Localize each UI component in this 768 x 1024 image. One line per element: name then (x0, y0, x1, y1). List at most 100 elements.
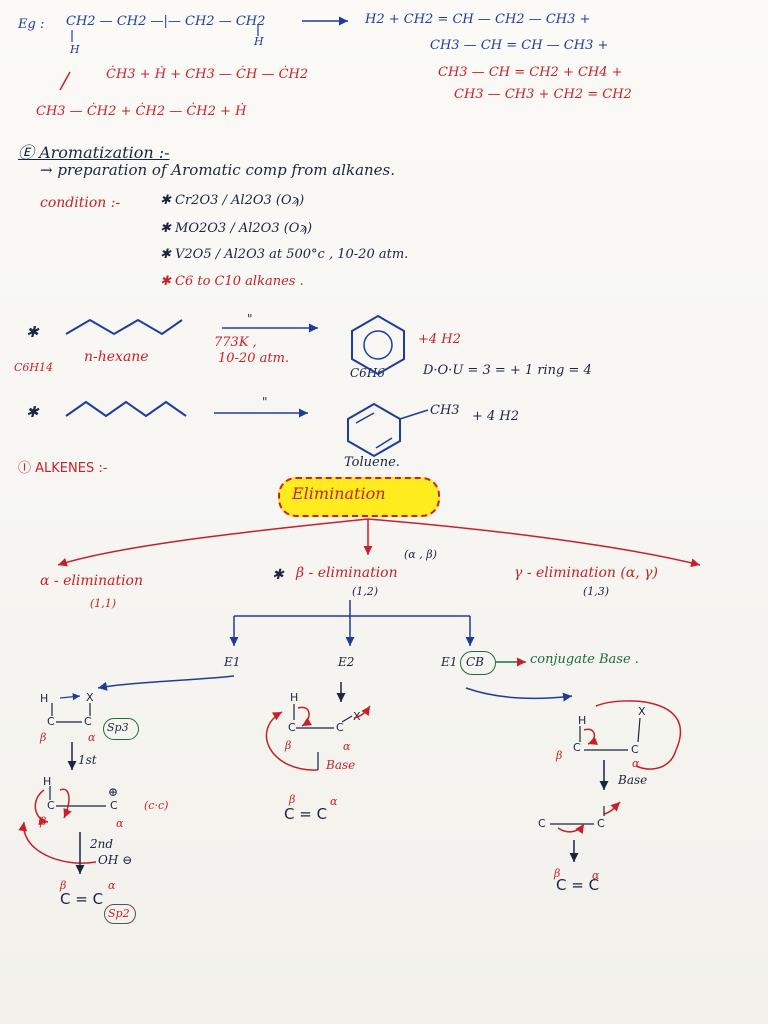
e2-product: C = C (284, 805, 328, 823)
carbanion-c: C (538, 817, 546, 830)
e2-beta: β (285, 739, 292, 752)
gamma-elimination: γ - elimination (α, γ) (514, 565, 658, 581)
e1cb-label: E1 (441, 655, 458, 669)
e1cb-h: H (578, 714, 587, 727)
hexane-pressure: 10-20 atm. (218, 351, 290, 366)
e1cb-beta2: β (554, 867, 561, 880)
beta-elimination: β - elimination (296, 565, 398, 581)
toluene-product: + 4 H2 (472, 409, 520, 424)
benzene-product: +4 H2 (418, 332, 461, 347)
cb-circle (460, 651, 496, 675)
eg-h-right: H (254, 35, 264, 48)
e2-alpha: α (343, 740, 351, 753)
e1-beta: β (40, 731, 47, 744)
eg-products-2: CH3 — CH = CH — CH3 + (430, 38, 609, 53)
sp3-circle (103, 718, 139, 740)
aromatization-heading: Ⓔ Aromatization :- (18, 143, 170, 162)
condition-label: condition :- (40, 195, 121, 211)
e2-beta2: β (289, 793, 296, 806)
sp2-circle (104, 904, 136, 924)
benzene-circle (363, 330, 393, 360)
toluene-ch3: CH3 (430, 403, 460, 418)
e1-h2: H (43, 775, 52, 788)
e1cb-alpha2: α (592, 869, 600, 882)
alpha-positions: (1,1) (90, 597, 117, 610)
hexane-star: ✱ (26, 323, 39, 341)
e1-product: C = C (60, 890, 104, 908)
e1-c2: C (84, 715, 92, 728)
condition-1: ✱ Cr2O3 / Al2O3 (Oϡ) (160, 193, 305, 208)
condition-4: ✱ C6 to C10 alkanes . (160, 274, 304, 289)
eg-radicals-1: ĊH3 + Ḣ + CH3 — ĊH — ĊH2 (106, 67, 309, 82)
eg-radicals-2: CH3 — ĊH2 + ĊH2 — ĊH2 + Ḣ (36, 104, 247, 119)
e1cb-base: Base (618, 773, 648, 787)
condition-3: ✱ V2O5 / Al2O3 at 500°c , 10-20 atm. (160, 247, 409, 262)
hexane-skeleton (65, 318, 183, 336)
carbocation-plus: ⊕ (108, 785, 119, 799)
carbocation-cc: (c·c) (144, 799, 169, 812)
e1cb-alpha: α (632, 757, 640, 770)
e1-x: X (86, 691, 94, 704)
heptane-star: ✱ (26, 403, 39, 421)
heptane-ditto: " (262, 395, 268, 409)
eg-products-3: CH3 — CH = CH2 + CH4 + (438, 65, 623, 80)
beta-star: ✱ (272, 567, 284, 583)
beta-tag: (α , β) (404, 548, 437, 561)
e1cb-c1: C (573, 741, 581, 754)
eg-products-1: H2 + CH2 = CH — CH2 — CH3 + (365, 12, 591, 27)
eg-products-4: CH3 — CH3 + CH2 = CH2 (454, 87, 632, 102)
hexane-formula: C6H14 (14, 361, 54, 374)
e2-h: H (290, 691, 299, 704)
e1-alpha2: α (116, 817, 124, 830)
e1-alpha: α (88, 731, 96, 744)
benzene-ring (351, 314, 405, 376)
sp3-label: Sp3 (107, 721, 129, 734)
alkenes-heading: Ⓘ ALKENES :- (18, 461, 108, 476)
e2-c1: C (288, 721, 296, 734)
e1-alpha3: α (108, 879, 116, 892)
e1cb-beta: β (556, 749, 563, 762)
e1cb-product: C = C (556, 876, 600, 894)
hexane-name: n-hexane (84, 349, 149, 365)
toluene-ring (347, 402, 401, 458)
conjugate-base: conjugate Base . (530, 652, 639, 667)
hydroxide-base: OH ⊖ (98, 853, 133, 867)
dbe-text: D·O·U = 3 = + 1 ring = 4 (423, 363, 592, 378)
e2-label: E2 (338, 655, 355, 669)
beta-positions: (1,2) (352, 585, 379, 598)
cb-label: CB (466, 655, 484, 669)
sp2-label: Sp2 (108, 907, 130, 920)
alpha-elimination: α - elimination (40, 573, 143, 589)
elimination-label: Elimination (292, 484, 386, 503)
e1-label: E1 (224, 655, 241, 669)
aromatization-desc: → preparation of Aromatic comp from alka… (40, 161, 396, 179)
step-1st: 1st (78, 753, 97, 767)
tree-left-branch (57, 518, 369, 567)
e2-alpha2: α (330, 795, 338, 808)
elimination-bubble (278, 477, 440, 517)
benzene-formula: C6H6 (350, 366, 385, 380)
e2-c2: C (336, 721, 344, 734)
e1-beta3: β (60, 879, 67, 892)
hexane-temp: 773K , (214, 335, 257, 350)
e1-c4: C (110, 799, 118, 812)
toluene-methyl-bond (399, 409, 429, 420)
e1-c1: C (47, 715, 55, 728)
eg-h-left: H (70, 43, 80, 56)
e1cb-c3: C (597, 817, 605, 830)
eg-label: Eg : (18, 17, 45, 32)
e1-c3: C (47, 799, 55, 812)
e1cb-x: X (638, 705, 646, 718)
tree-right-branch (367, 518, 701, 568)
gamma-positions: (1,3) (583, 585, 610, 598)
condition-2: ✱ MO2O3 / Al2O3 (Oϡ) (160, 221, 313, 236)
e1cb-c2: C (631, 743, 639, 756)
step-2nd: 2nd (90, 837, 114, 851)
hexane-ditto: " (247, 312, 253, 326)
e2-base: Base (326, 758, 356, 772)
eg-reactant: CH2 — CH2 —|— CH2 — CH2 (66, 14, 266, 29)
heptane-skeleton (65, 400, 187, 418)
eg-down-arrow (59, 71, 71, 91)
e1-h: H (40, 692, 49, 705)
